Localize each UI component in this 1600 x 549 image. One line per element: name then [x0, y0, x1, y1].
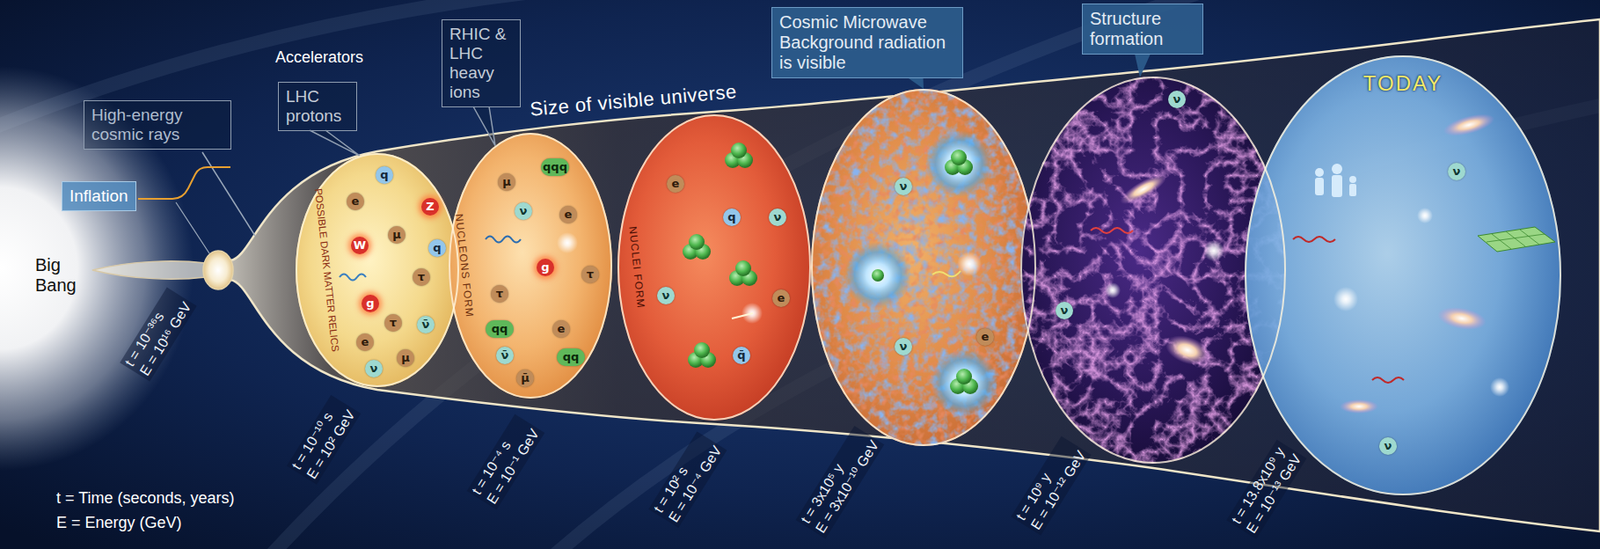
time-energy-marker: t = 10⁻⁴ sE = 10⁻¹ GeV — [467, 414, 545, 510]
particle-symbol: e — [666, 175, 685, 193]
callout-text: Cosmic Microwave Background radiation is… — [779, 12, 956, 74]
callout-box: Inflation — [61, 181, 137, 212]
ellipse-rim — [811, 89, 1036, 446]
particle-symbol: μ — [396, 349, 415, 367]
particle-symbol: e — [976, 328, 994, 346]
particle-symbol: W — [350, 236, 369, 255]
axis-label: Size of visible universe — [528, 80, 738, 120]
callout-text: LHC protons — [285, 87, 350, 126]
particle-symbol: ν — [894, 337, 913, 356]
particle-symbol: e — [356, 333, 374, 351]
callout-tail — [907, 77, 925, 89]
particle-symbol: ν̄ — [416, 315, 435, 334]
particle-symbol: ν — [1447, 162, 1466, 181]
callout-text: High-energy cosmic rays — [91, 105, 224, 145]
particle-symbol: g — [536, 258, 555, 277]
particle-symbol: e — [552, 320, 570, 338]
tail-wedge — [473, 106, 496, 147]
ellipse-outline — [1244, 55, 1562, 496]
ellipse-rim — [1245, 56, 1561, 495]
callout-box: LHC protons — [277, 81, 358, 132]
era-heading: NUCLEONS FORM — [452, 212, 476, 318]
tail-wedge — [907, 77, 925, 89]
universe-funnel — [92, 19, 1600, 532]
time-energy-marker: t = 10⁻¹⁰ sE = 10² GeV — [286, 394, 361, 484]
particle-symbol: q̄ — [732, 346, 751, 365]
particle-symbol: ν — [1055, 301, 1074, 320]
callout-text: Structure formation — [1089, 8, 1196, 50]
leader-lines — [138, 152, 256, 254]
time-energy-marker: t = 10⁹ yE = 10⁻¹² GeV — [1010, 435, 1091, 535]
particle-symbol: μ — [387, 226, 406, 244]
callout-tail — [1134, 53, 1151, 78]
particle-symbol: Z — [421, 197, 439, 216]
particle-symbol: τ — [384, 314, 402, 332]
era-ellipse: ν e ν — [810, 88, 1037, 446]
era-ellipse: TODAY ν ν — [1244, 55, 1562, 496]
particle-symbol: μ̄ — [516, 369, 534, 388]
time-energy-marker: t = 3x10⁵ yE = 3x10⁻¹⁰ GeV — [796, 425, 885, 539]
time-energy-marker: t = 10² sE = 10⁻⁴ GeV — [648, 431, 727, 528]
callout-tail — [309, 130, 360, 156]
callout-box: RHIC & LHC heavy ions — [441, 19, 521, 108]
tail-wedge — [1134, 53, 1151, 78]
ellipse-outline — [810, 88, 1037, 446]
callout-text: Inflation — [69, 186, 129, 206]
particle-symbol: e — [559, 205, 578, 224]
era-ellipse: POSSIBLE DARK MATTER RELICSqeZμWqτgτeν̄μ… — [295, 153, 460, 388]
era-heading: POSSIBLE DARK MATTER RELICS — [312, 188, 342, 353]
particle-symbol: ν — [514, 202, 533, 220]
callout-box: High-energy cosmic rays — [83, 100, 232, 150]
ellipse-outline — [617, 114, 811, 421]
callout-box: Structure formation — [1081, 3, 1204, 55]
tail-wedge — [309, 130, 360, 156]
era-ellipse: NUCLEONS FORM μ qqq ν e g τ τ qq e ν̄ qq μ̄ — [448, 132, 613, 399]
time-energy-marker: t = 10⁻³⁶sE = 10¹⁶ GeV — [119, 287, 197, 382]
origin-label: Big Bang — [35, 255, 84, 296]
particle-symbol: q — [428, 239, 446, 257]
particle-symbol: qq — [485, 320, 514, 338]
particle-symbol: q — [375, 166, 394, 184]
particle-symbol: ν — [657, 286, 675, 305]
particle-symbol: τ — [490, 284, 509, 303]
time-energy-marker: t = 13.8x10⁹ yE = 10⁻¹³ GeV — [1226, 438, 1307, 539]
era-ellipses — [295, 55, 1562, 496]
key-note: E = Energy (GeV) — [56, 513, 183, 533]
particle-symbol: μ — [497, 173, 516, 191]
particle-symbol: ν — [768, 208, 787, 227]
callout-tail — [473, 106, 496, 147]
particle-symbol: g — [361, 294, 380, 313]
particle-symbol: q — [723, 208, 741, 227]
particle-symbol: e — [772, 289, 790, 307]
section-label: Accelerators — [275, 48, 364, 67]
particle-symbol: qqq — [540, 158, 570, 176]
callout-box: Cosmic Microwave Background radiation is… — [771, 7, 964, 79]
particle-symbol: τ — [581, 265, 600, 284]
particle-symbol: ν̄ — [496, 346, 514, 365]
particle-symbol: ν — [365, 359, 383, 378]
ellipse-rim — [449, 133, 612, 398]
key-note: t = Time (seconds, years) — [56, 489, 235, 508]
era-ellipse: NUCLEI FORM e q ν ν e q̄ — [617, 114, 811, 421]
particle-symbol: ν — [894, 177, 913, 196]
particle-symbol: ν — [1168, 90, 1186, 109]
particle-symbol: e — [346, 192, 365, 211]
ellipse-rim — [296, 153, 459, 387]
era-title: TODAY — [1363, 71, 1443, 96]
ellipse-rim — [618, 115, 811, 420]
callout-text: RHIC & LHC heavy ions — [449, 24, 513, 103]
particle-symbol: qq — [556, 348, 585, 366]
particle-symbol: ν — [1379, 437, 1397, 455]
era-heading: NUCLEI FORM — [626, 226, 648, 310]
particle-symbol: τ — [412, 268, 431, 286]
